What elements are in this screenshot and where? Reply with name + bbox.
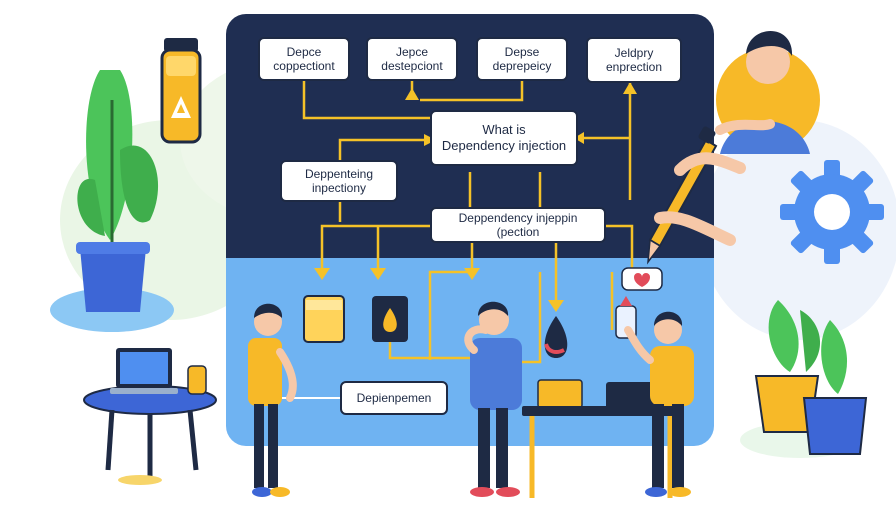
- pencil-icon: [647, 126, 746, 265]
- arrow-left-2: [370, 268, 386, 280]
- laptop-desk-icon: [600, 382, 664, 410]
- connector-main-left: [338, 138, 430, 160]
- connector-middle-right: [604, 224, 634, 270]
- side-table: [83, 348, 217, 485]
- plant-right-icon: [740, 300, 868, 458]
- jar-icon: [160, 38, 202, 144]
- person-right: [624, 311, 694, 497]
- heart-icon: [621, 267, 663, 291]
- desk: [522, 379, 682, 498]
- gear-icon: [780, 160, 884, 264]
- arrow-main-right: [574, 132, 584, 144]
- droplet-card-icon: [372, 296, 408, 342]
- node-top3: Depse deprepeicy: [476, 37, 568, 81]
- node-top2: Jepce destepciont: [366, 37, 458, 81]
- laptop-icon: [110, 348, 178, 394]
- arrow-top4: [623, 82, 637, 94]
- node-middle: Deppendency injeppin (pection: [430, 207, 606, 243]
- jar-liquid-icon: [303, 295, 345, 343]
- droplet-icon: [544, 316, 568, 358]
- connector-top1: [302, 80, 430, 120]
- connector-middle-left: [320, 224, 432, 268]
- person-middle: [464, 301, 522, 497]
- plant-icon: [50, 70, 174, 332]
- thinking-character: [715, 31, 820, 154]
- arrow-left-1: [314, 268, 330, 280]
- node-left: Deppenteing inpectiony: [280, 160, 398, 202]
- node-top4: Jeldpry enprection: [586, 37, 682, 83]
- connector-top3: [420, 80, 524, 102]
- node-bottom: Depienpemen: [340, 381, 448, 415]
- node-main: What is Dependency injection: [430, 110, 578, 166]
- arrow-top2: [405, 88, 419, 100]
- arrow-mid-2: [548, 300, 564, 312]
- node-top1: Depce coppectiont: [258, 37, 350, 81]
- arrow-mid-1: [464, 268, 480, 280]
- connector-middle-down: [428, 242, 474, 360]
- person-left: [248, 303, 297, 497]
